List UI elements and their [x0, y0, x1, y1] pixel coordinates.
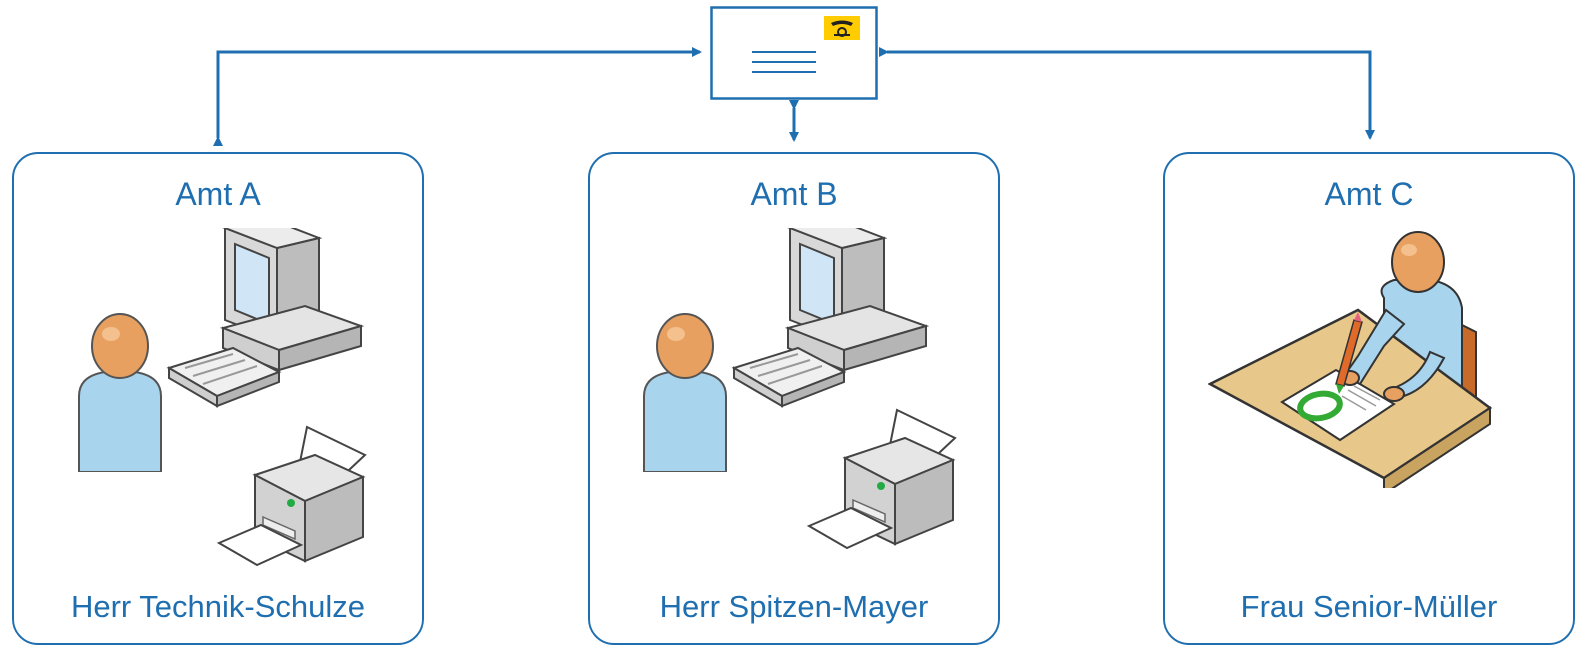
employee-name: Herr Technik-Schulze: [70, 589, 366, 624]
printer-icon: [806, 408, 957, 550]
employee-name: Frau Senior-Müller: [1240, 589, 1498, 624]
post-horn-icon: [824, 16, 860, 40]
letter-envelope-icon: [710, 6, 878, 100]
person-icon: [78, 313, 162, 472]
person-icon: [643, 313, 727, 472]
office-title: Amt B: [750, 176, 838, 212]
office-title: Amt A: [175, 176, 261, 212]
arrow-envelope-to-amt-c: [879, 47, 1375, 140]
employee-name: Herr Spitzen-Mayer: [659, 589, 929, 624]
person-at-desk-icon: [1208, 231, 1493, 488]
office-title: Amt C: [1324, 176, 1414, 212]
computer-icon: [731, 228, 930, 408]
computer-icon: [166, 228, 365, 408]
printer-icon: [216, 425, 367, 567]
arrow-envelope-to-amt-a: [213, 47, 702, 146]
